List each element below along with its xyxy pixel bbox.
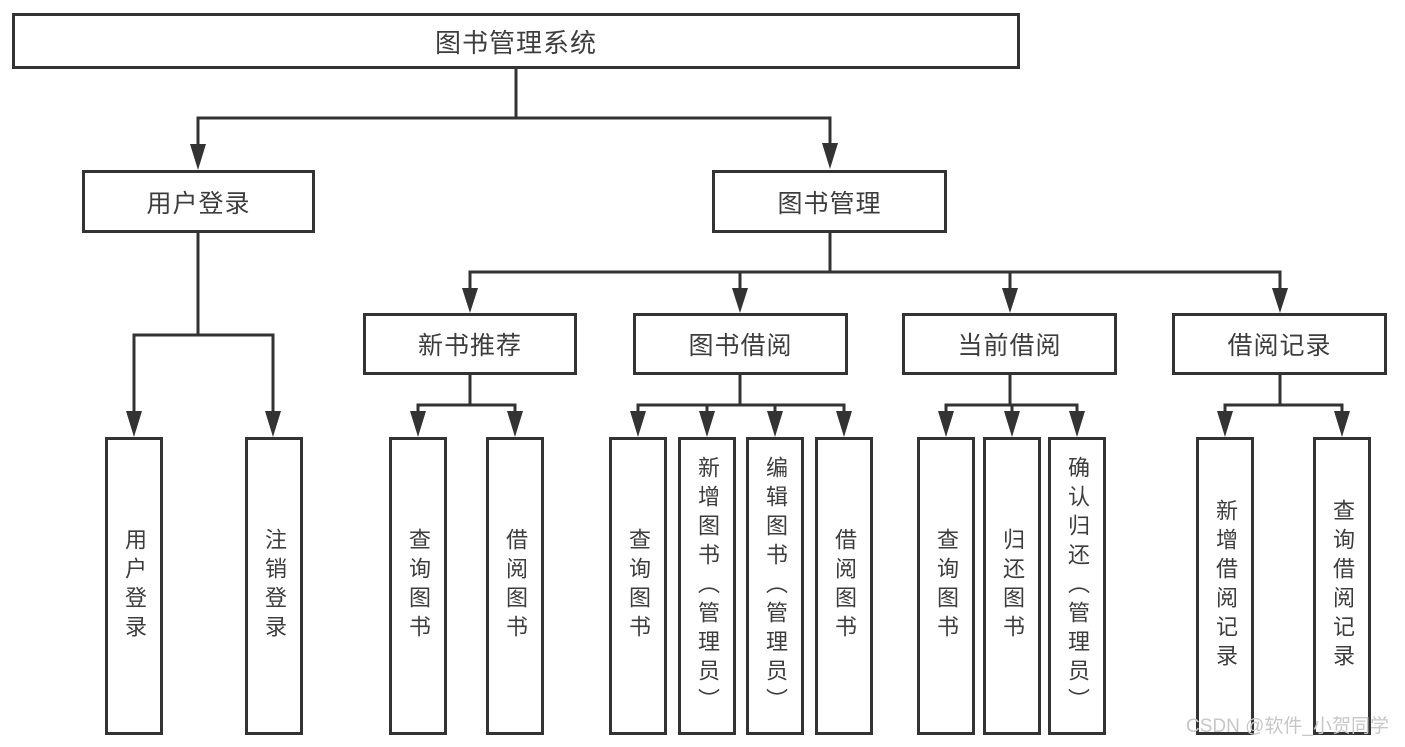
leaf-label: 查询图书 (406, 528, 431, 644)
node-root: 图书管理系统 (12, 13, 1020, 69)
leaf-query-books-1: 查询图书 (389, 437, 447, 735)
leaf-label: 新增图书（管理员） (695, 455, 720, 717)
leaf-label: 注销登录 (262, 528, 287, 644)
leaf-label: 查询图书 (626, 528, 651, 644)
leaf-label: 确认归还（管理员） (1065, 455, 1090, 717)
leaf-label: 借阅图书 (503, 528, 528, 644)
leaf-borrow-books-2: 借阅图书 (815, 437, 873, 735)
node-borrow-records: 借阅记录 (1172, 313, 1387, 375)
leaf-label: 用户登录 (122, 528, 147, 644)
leaf-label: 查询借阅记录 (1330, 499, 1355, 673)
leaf-confirm-return-admin: 确认归还（管理员） (1048, 437, 1106, 735)
node-new-books: 新书推荐 (363, 313, 577, 375)
leaf-label: 借阅图书 (832, 528, 857, 644)
leaf-query-books-3: 查询图书 (917, 437, 975, 735)
leaf-edit-books-admin: 编辑图书（管理员） (746, 437, 804, 735)
watermark: CSDN @软件_小贺同学 (1186, 716, 1389, 737)
leaf-query-books-2: 查询图书 (609, 437, 667, 735)
arrowheads (126, 143, 1350, 437)
node-user-login: 用户登录 (82, 170, 315, 233)
leaf-label: 查询图书 (934, 528, 959, 644)
leaf-return-books: 归还图书 (983, 437, 1041, 735)
leaf-label: 新增借阅记录 (1213, 499, 1238, 673)
leaf-label: 归还图书 (1000, 528, 1025, 644)
leaf-add-books-admin: 新增图书（管理员） (678, 437, 736, 735)
node-book-mgmt: 图书管理 (712, 170, 947, 233)
leaf-label: 编辑图书（管理员） (763, 455, 788, 717)
node-book-borrow: 图书借阅 (633, 313, 848, 375)
leaf-user-login: 用户登录 (105, 437, 163, 735)
node-current-borrow: 当前借阅 (902, 313, 1117, 375)
leaf-add-borrow-record: 新增借阅记录 (1196, 437, 1254, 735)
leaf-logout: 注销登录 (245, 437, 303, 735)
leaf-borrow-books-1: 借阅图书 (486, 437, 544, 735)
leaf-query-borrow-record: 查询借阅记录 (1313, 437, 1371, 735)
